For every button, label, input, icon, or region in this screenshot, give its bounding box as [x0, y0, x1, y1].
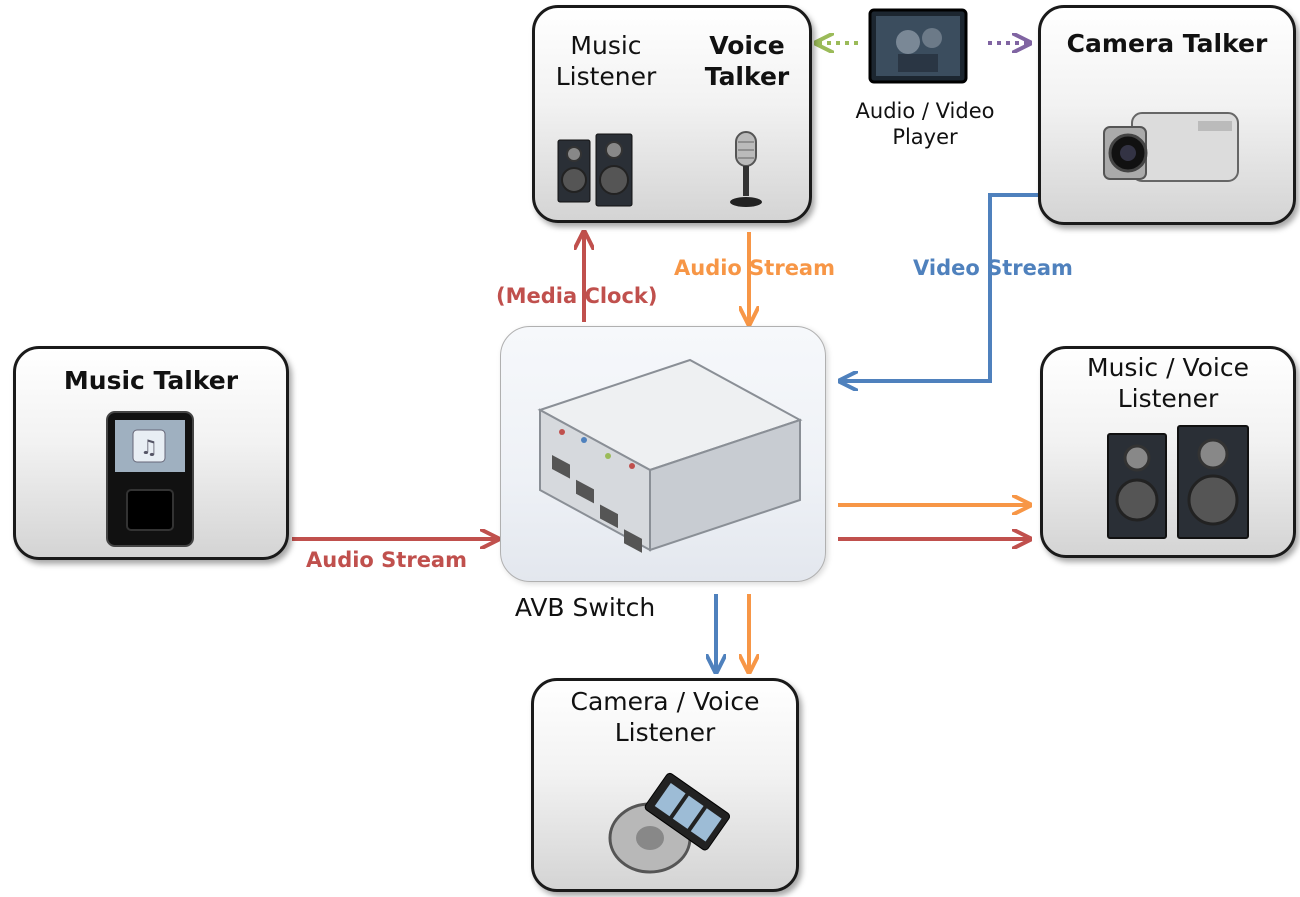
av-player-title-line1: Audio / Video: [855, 99, 995, 123]
video-stream-in-arrow: [842, 193, 1040, 381]
voice-talker-title-line1: Voice: [709, 31, 785, 60]
camera-voice-listener-title-line1: Camera / Voice: [570, 687, 760, 716]
music-listener-top-title-line2: Listener: [555, 62, 657, 92]
music-voice-listener-title: Music / Voice Listener: [1040, 352, 1296, 415]
music-voice-listener-title-line1: Music / Voice: [1087, 353, 1249, 382]
camera-voice-listener-title: Camera / Voice Listener: [531, 686, 799, 749]
microphone-icon: [730, 131, 762, 207]
speakers-icon: [1107, 425, 1249, 539]
music-listener-top-title: Music Listener: [547, 30, 665, 93]
video-stream-label: Video Stream: [913, 256, 1073, 280]
network-switch-icon: [537, 358, 803, 553]
audio-stream-left-label: Audio Stream: [306, 548, 467, 572]
music-voice-listener-node: [1040, 346, 1296, 558]
music-voice-listener-title-line2: Listener: [1117, 384, 1219, 414]
audio-stream-top-label: Audio Stream: [674, 256, 835, 280]
music-listener-voice-talker-node: [532, 5, 812, 223]
music-talker-title: Music Talker: [63, 366, 239, 395]
voice-talker-title: Voice Talker: [692, 30, 802, 93]
video-thumbnail-icon: [868, 8, 968, 84]
media-clock-label: (Media Clock): [496, 284, 658, 308]
avb-switch-title: AVB Switch: [514, 593, 656, 622]
camera-voice-listener-title-line2: Listener: [614, 718, 716, 748]
media-player-icon: ♫: [106, 411, 194, 547]
av-player-title-line2: Player: [892, 125, 958, 150]
voice-talker-title-line2: Talker: [704, 62, 790, 92]
film-reel-icon: [608, 772, 731, 874]
svg-text:♫: ♫: [140, 435, 158, 459]
camcorder-icon: [1103, 112, 1239, 182]
av-player-title: Audio / Video Player: [820, 98, 1030, 151]
camera-talker-title: Camera Talker: [1066, 29, 1268, 58]
music-listener-top-title-line1: Music: [570, 31, 642, 60]
speakers-icon: [557, 133, 633, 207]
